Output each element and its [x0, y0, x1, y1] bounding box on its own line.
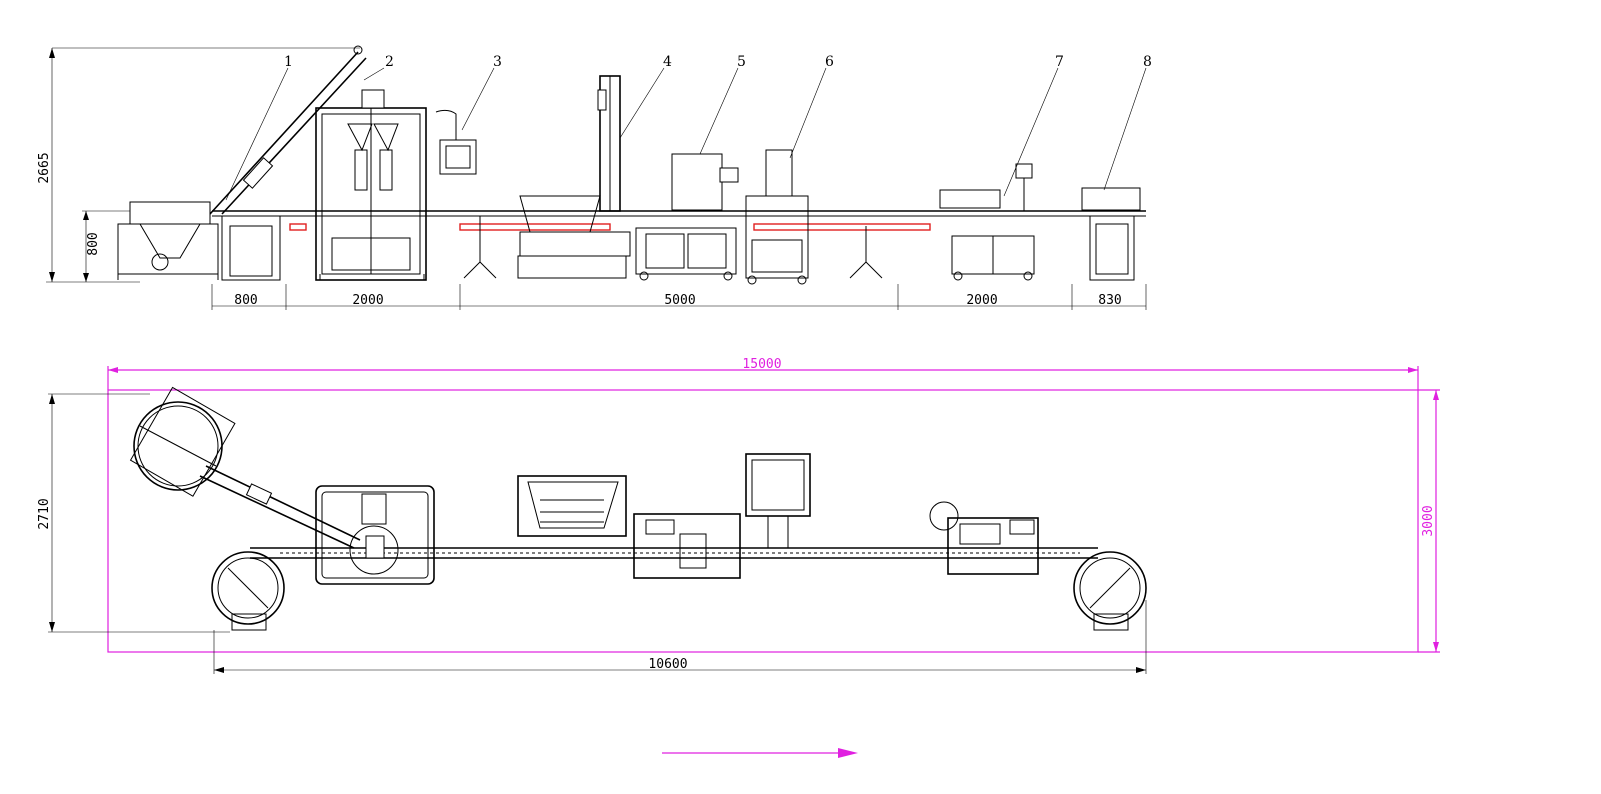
labeler-top: [929, 501, 1039, 575]
machine-8-collector: [1081, 187, 1141, 281]
dim-bottom-4: 2000: [966, 293, 997, 308]
side-conveyor: [212, 210, 1146, 231]
dim-chain-bottom: 800 2000 5000 2000 830: [211, 284, 1147, 310]
svg-text:6: 6: [825, 54, 834, 70]
dim-bottom-2: 2000: [352, 293, 383, 308]
dim-height-total-label: 2665: [37, 152, 52, 183]
machine-5-capper: [635, 153, 739, 281]
callout-7: 7: [1003, 54, 1064, 197]
support-stand-2: [849, 226, 883, 279]
dim-line-length-label: 10600: [648, 657, 687, 672]
dim-bottom-1: 800: [234, 293, 257, 308]
svg-text:5: 5: [737, 54, 746, 70]
support-stand-1: [463, 216, 497, 279]
machine-1-screw-feeder: [117, 45, 367, 281]
callout-5: 5: [699, 54, 746, 155]
svg-text:8: 8: [1143, 54, 1152, 70]
machine-2-auger-filler: [315, 89, 477, 281]
dim-depth: 2710: [37, 393, 230, 633]
dim-bottom-3: 5000: [664, 293, 695, 308]
callout-3: 3: [461, 54, 502, 131]
callout-8: 8: [1103, 54, 1152, 191]
svg-text:4: 4: [663, 54, 672, 70]
flow-direction-arrow: [662, 748, 858, 758]
side-view: 2665 800: [37, 45, 1152, 310]
outline-height-label: 3000: [1421, 505, 1436, 536]
turntable-left: [211, 551, 285, 631]
dim-line-length: 10600: [213, 600, 1147, 674]
dim-height-table: 800: [82, 210, 130, 282]
dim-bottom-5: 830: [1098, 293, 1121, 308]
filler-top: [315, 485, 435, 585]
svg-text:1: 1: [284, 54, 293, 70]
dim-height-table-label: 800: [86, 232, 101, 255]
sealer-top: [745, 453, 811, 549]
hopper-top: [129, 386, 361, 549]
capper-top: [633, 513, 741, 579]
callout-4: 4: [619, 54, 672, 139]
footprint-outline: 15000 3000: [107, 357, 1440, 653]
callout-1: 1: [225, 54, 293, 201]
svg-text:7: 7: [1055, 54, 1064, 70]
machine-7-labeler: [939, 163, 1035, 281]
callout-2: 2: [363, 54, 394, 81]
outline-width-label: 15000: [742, 357, 781, 372]
top-view: 15000 3000 2710: [37, 357, 1440, 758]
callout-6: 6: [789, 54, 834, 159]
top-conveyor: [250, 547, 1098, 559]
dim-depth-label: 2710: [37, 498, 52, 529]
svg-text:2: 2: [385, 54, 394, 70]
callouts: 1 2 3 4 5 6 7: [225, 54, 1152, 201]
turntable-right: [1073, 551, 1147, 631]
unscrambler-top: [517, 475, 627, 537]
machine-6-sealer: [745, 149, 883, 285]
svg-text:3: 3: [493, 54, 502, 70]
machine-4-elevator: [463, 75, 631, 279]
dim-height-total: 2665: [37, 47, 360, 283]
